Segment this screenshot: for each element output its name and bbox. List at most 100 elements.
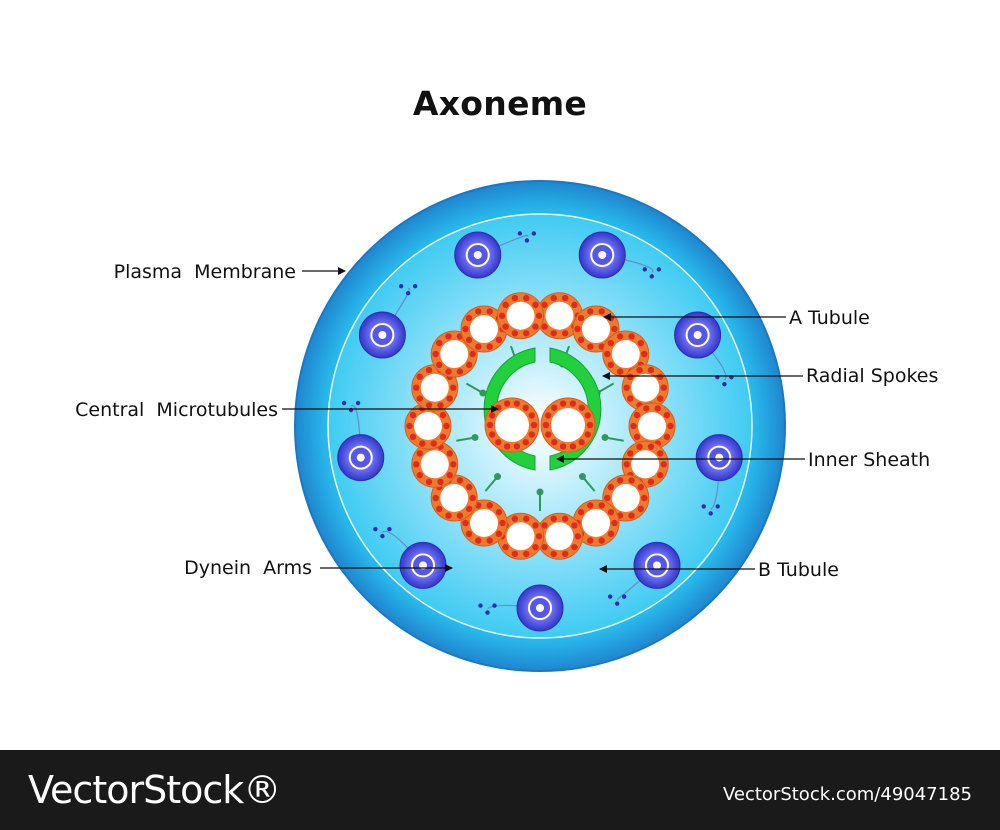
dynein-arm-head: [478, 603, 483, 608]
a-tubule-protofilament: [577, 314, 585, 322]
a-tubule-lumen: [470, 315, 498, 344]
a-tubule-protofilament: [445, 333, 452, 340]
a-tubule-lumen: [545, 522, 574, 551]
a-tubule-protofilament: [439, 411, 447, 419]
label-plasma-membrane: Plasma Membrane: [113, 261, 296, 283]
a-tubule-protofilament: [409, 433, 417, 441]
b-tubule: [399, 541, 447, 589]
a-tubule-protofilament: [502, 301, 509, 309]
a-tubule-protofilament: [587, 343, 594, 350]
a-tubule: [430, 474, 478, 522]
a-tubule-protofilament: [607, 361, 615, 369]
a-tubule: [628, 402, 676, 450]
b-tubule-center: [652, 561, 661, 570]
a-tubule-protofilament: [657, 373, 664, 381]
a-tubule-protofilament: [574, 533, 582, 540]
radial-spoke-head: [536, 488, 544, 496]
a-tubule-protofilament: [445, 368, 452, 375]
b-tubule-center: [693, 331, 702, 339]
a-tubule-protofilament: [475, 308, 482, 315]
a-tubule-protofilament: [416, 373, 423, 381]
a-tubule: [411, 364, 459, 412]
dynein-arm-head: [355, 400, 361, 406]
a-tubule-protofilament: [657, 471, 664, 479]
dynein-arm-head: [614, 601, 620, 606]
b-tubule: [578, 231, 626, 279]
a-tubule-protofilament: [561, 550, 569, 558]
a-tubule-protofilament: [502, 543, 509, 551]
a-tubule-protofilament: [416, 395, 423, 402]
axoneme-diagram: [282, 180, 805, 672]
a-tubule-protofilament: [532, 522, 539, 529]
a-tubule-protofilament: [469, 350, 476, 358]
a-tubule-protofilament: [456, 512, 464, 519]
dynein-arm-head: [398, 284, 404, 289]
b-tubule-center: [536, 604, 544, 612]
a-tubule-protofilament: [647, 443, 655, 450]
a-tubule-protofilament: [416, 450, 423, 457]
a-tubule-lumen: [506, 522, 535, 551]
a-tubule-lumen: [440, 483, 469, 512]
a-tubule-protofilament: [465, 361, 473, 369]
a-tubule-protofilament: [450, 461, 457, 468]
label-a-tubule: A Tubule: [789, 307, 870, 329]
b-tubule: [337, 434, 385, 482]
central-microtubule-protofilament: [528, 431, 536, 438]
central-microtubule-protofilament: [544, 431, 552, 438]
a-tubule-protofilament: [475, 537, 482, 544]
watermark-footer: VectorStock® VectorStock.com/49047185: [0, 750, 1000, 830]
b-tubule-center: [715, 453, 724, 462]
dynein-arm-head: [517, 231, 523, 236]
a-tubule-protofilament: [446, 471, 453, 479]
a-tubule-protofilament: [623, 461, 630, 468]
label-b-tubule: B Tubule: [758, 559, 839, 581]
a-tubule-protofilament: [550, 515, 557, 522]
pointer-lines: [282, 267, 805, 573]
a-tubule-protofilament: [637, 339, 644, 347]
radial-spoke-head: [479, 389, 487, 397]
a-tubule: [430, 330, 478, 378]
label-inner-sheath: Inner Sheath: [808, 449, 931, 471]
a-tubule-lumen: [582, 315, 610, 344]
a-tubule-protofilament: [523, 294, 530, 302]
a-tubule-protofilament: [598, 308, 605, 315]
dynein-arm-head: [607, 594, 613, 599]
a-tubule-protofilament: [425, 366, 433, 374]
a-tubule-protofilament: [577, 336, 585, 344]
a-tubule-protofilament: [574, 325, 581, 333]
central-microtubule-protofilament: [551, 439, 558, 446]
a-tubule-protofilament: [446, 450, 453, 457]
a-tubule-protofilament: [550, 294, 557, 302]
central-microtubule-protofilament: [503, 400, 511, 407]
a-tubule-protofilament: [511, 294, 519, 302]
a-tubule-protofilament: [486, 537, 493, 544]
a-tubule-protofilament: [502, 323, 509, 330]
a-tubule-protofilament: [628, 512, 635, 519]
a-tubule-protofilament: [465, 336, 473, 344]
inner-membrane-line: [327, 213, 753, 639]
a-tubule-protofilament: [598, 537, 605, 544]
a-tubule-protofilament: [541, 522, 548, 529]
dynein-arm-head: [642, 267, 647, 272]
a-tubule-lumen: [420, 373, 449, 402]
a-tubule-protofilament: [535, 312, 543, 319]
b-tubule-center: [473, 250, 482, 259]
dynein-arm-head: [412, 284, 418, 289]
a-tubule-protofilament: [445, 512, 452, 519]
central-microtubule-protofilament: [569, 443, 577, 450]
dynein-arm-head: [380, 533, 385, 539]
radial-spoke-head: [601, 433, 609, 441]
a-tubule-protofilament: [637, 483, 644, 491]
a-tubule-protofilament: [647, 478, 655, 486]
central-microtubule-protofilament: [584, 412, 592, 419]
central-microtubule-protofilament: [513, 443, 521, 450]
a-tubule-protofilament: [663, 411, 671, 419]
a-tubule-protofilament: [511, 550, 519, 558]
a-tubule-protofilament: [535, 533, 543, 540]
a-tubule-protofilament: [607, 483, 615, 491]
a-tubule-protofilament: [587, 308, 594, 315]
a-tubule-protofilament: [465, 505, 473, 513]
label-dynein-arms: Dynein Arms: [184, 557, 312, 579]
a-tubule-protofilament: [571, 543, 578, 551]
b-tubule-center: [598, 250, 607, 259]
